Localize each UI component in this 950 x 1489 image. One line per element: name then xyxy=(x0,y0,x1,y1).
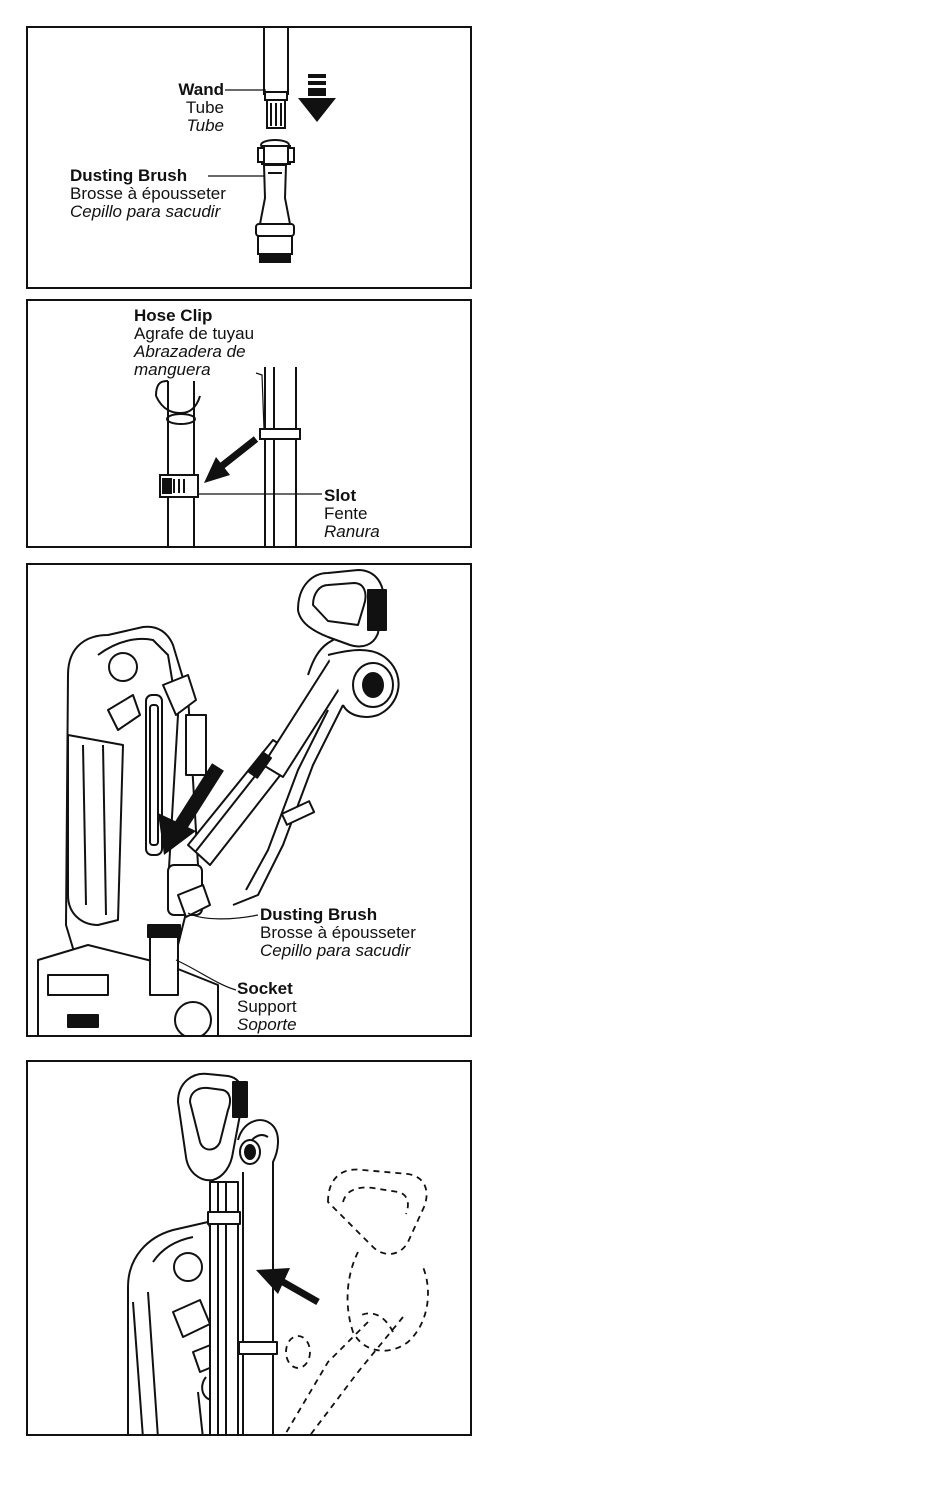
label-wand: Wand Tube Tube xyxy=(168,81,224,135)
label-dusting-brush: Dusting Brush Brosse à épousseter Cepill… xyxy=(260,906,416,960)
illustration-hose-stored xyxy=(28,1062,472,1436)
label-en: Hose Clip xyxy=(134,307,254,325)
label-en: Slot xyxy=(324,487,380,505)
label-fr: Fente xyxy=(324,505,380,523)
label-en: Dusting Brush xyxy=(260,906,416,924)
label-es: Abrazadera de xyxy=(134,343,254,361)
label-es: Cepillo para sacudir xyxy=(70,203,226,221)
label-es: Soporte xyxy=(237,1016,297,1034)
label-dusting-brush: Dusting Brush Brosse à épousseter Cepill… xyxy=(70,167,226,221)
label-hose-clip: Hose Clip Agrafe de tuyau Abrazadera de … xyxy=(134,307,254,379)
label-fr: Brosse à épousseter xyxy=(70,185,226,203)
panel-attach-dusting-brush: Wand Tube Tube Dusting Brush Brosse à ép… xyxy=(26,26,472,289)
label-fr: Brosse à épousseter xyxy=(260,924,416,942)
label-en: Socket xyxy=(237,980,297,998)
illustration-vacuum-with-hose xyxy=(28,565,472,1037)
label-es: Ranura xyxy=(324,523,380,541)
label-es: manguera xyxy=(134,361,254,379)
label-en: Wand xyxy=(168,81,224,99)
label-slot: Slot Fente Ranura xyxy=(324,487,380,541)
label-en: Dusting Brush xyxy=(70,167,226,185)
panel-brush-socket: Dusting Brush Brosse à épousseter Cepill… xyxy=(26,563,472,1037)
panel-hose-clip: Hose Clip Agrafe de tuyau Abrazadera de … xyxy=(26,299,472,548)
label-es: Tube xyxy=(168,117,224,135)
label-es: Cepillo para sacudir xyxy=(260,942,416,960)
arrow-icon xyxy=(204,439,256,483)
panel-store-hose xyxy=(26,1060,472,1436)
label-fr: Support xyxy=(237,998,297,1016)
down-arrow-icon xyxy=(298,74,336,122)
illustration-wand-and-brush xyxy=(28,28,472,289)
label-fr: Agrafe de tuyau xyxy=(134,325,254,343)
label-socket: Socket Support Soporte xyxy=(237,980,297,1034)
label-fr: Tube xyxy=(168,99,224,117)
